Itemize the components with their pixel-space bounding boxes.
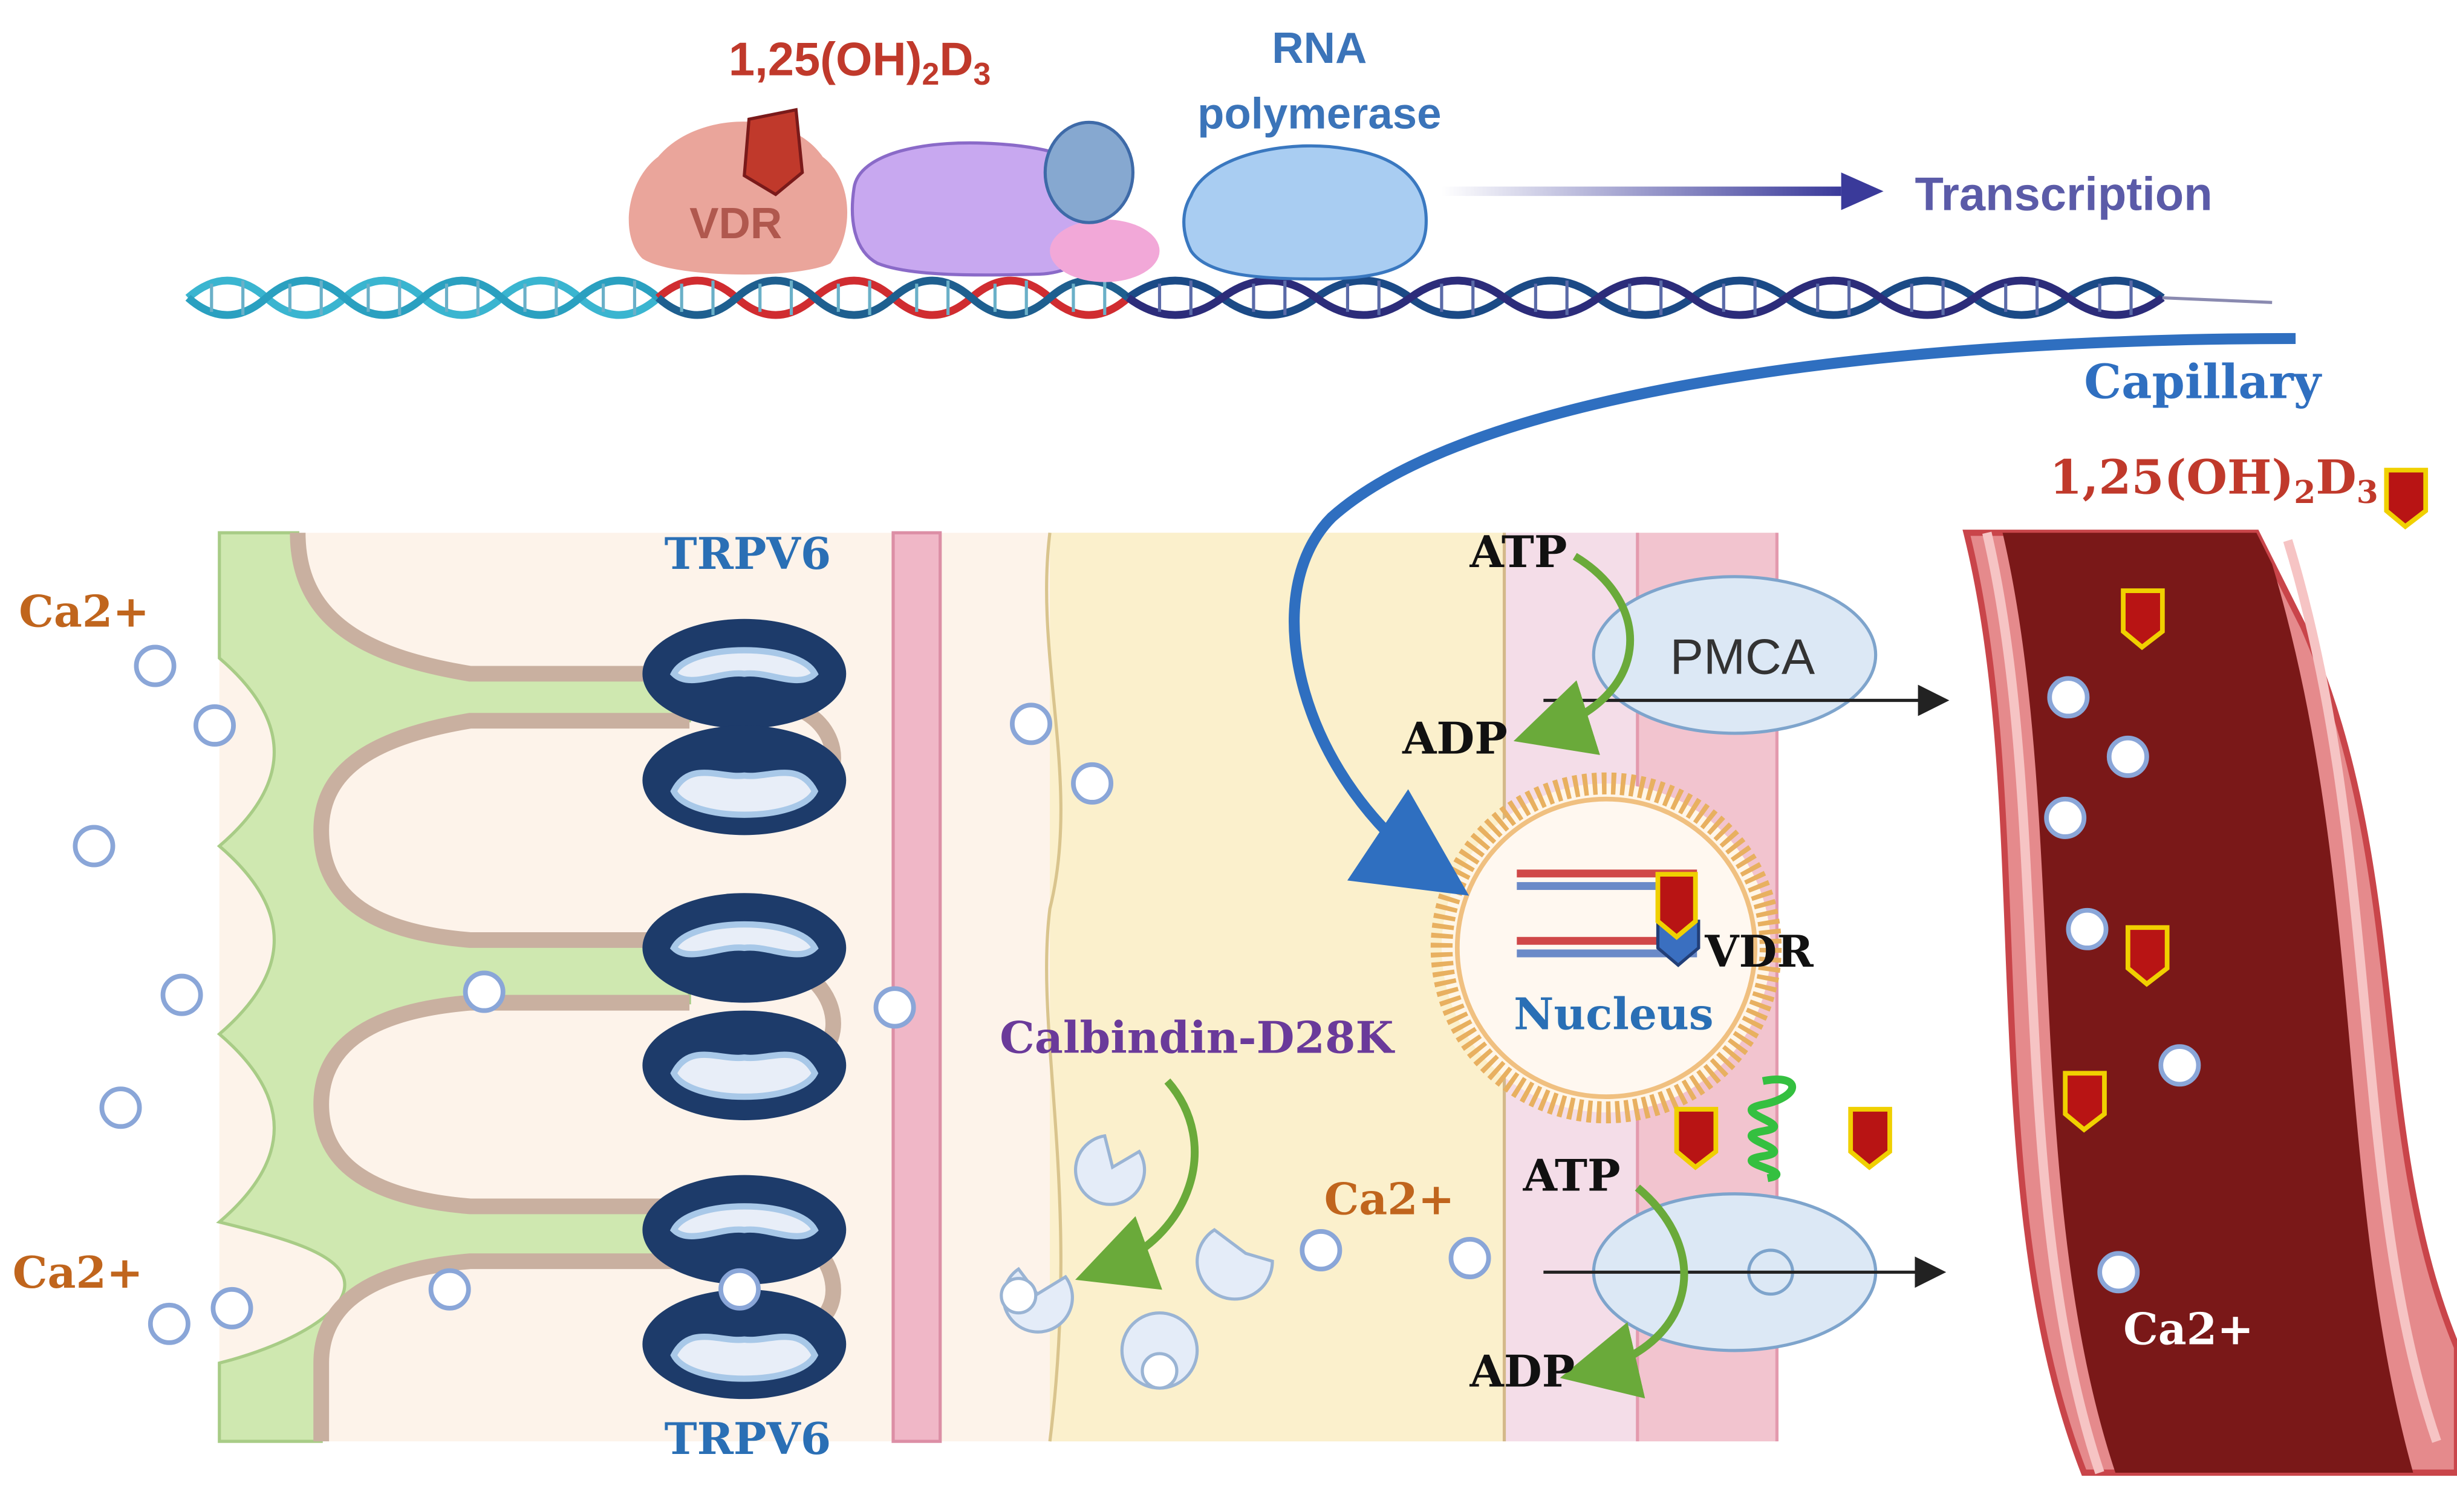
dna-helix: [185, 276, 2273, 319]
calbindin-mrna-helix: [1748, 1076, 1796, 1183]
vessel-calcium-ions: [2044, 676, 2201, 1294]
transcription-arrow-head: [1841, 172, 1884, 210]
atp-adp-arrow-bottom: [1560, 1184, 1688, 1399]
atp-adp-arrow-top: [1513, 553, 1634, 755]
hormone-label-top: 1,25(OH)2D3: [729, 34, 991, 92]
calcium-label-top-left: Ca2+: [19, 586, 149, 638]
calbindin-proteins: [1000, 1134, 1274, 1390]
pmca-pump: [1592, 575, 1878, 735]
capillary-arrow: [1289, 333, 2296, 896]
atp-label-bottom: ATP: [1523, 1150, 1621, 1202]
calcium-label-vessel: Ca2+: [2123, 1303, 2254, 1355]
calcium-label-middle: Ca2+: [1324, 1173, 1455, 1225]
trpv6-channel-2: [642, 893, 847, 1120]
nucleus-label: Nucleus: [1514, 989, 1714, 1040]
ligand-marker-top: [743, 108, 804, 196]
trpv6-label-bottom: TRPV6: [665, 1413, 831, 1465]
calcium-ions: [73, 644, 1491, 1345]
rna-polymerase-label-line2: polymerase: [1197, 89, 1441, 138]
adp-label-bottom: ADP: [1469, 1346, 1575, 1397]
vdr-label-top: VDR: [689, 199, 782, 248]
atp-label-top: ATP: [1469, 527, 1567, 578]
junction-strip: [891, 531, 942, 1443]
trpv6-label-top: TRPV6: [665, 528, 831, 580]
trpv6-channel-1: [642, 618, 847, 835]
hormone-label-right: 1,25(OH)2D3: [2049, 450, 2378, 511]
calbindin-arrow: [1075, 1078, 1199, 1290]
transcription-label: Transcription: [1915, 168, 2212, 220]
pmca-label: PMCA: [1670, 628, 1815, 684]
coactivator-blue: [1043, 120, 1135, 224]
coactivator-pink: [1050, 219, 1160, 282]
capillary-label: Capillary: [2084, 354, 2322, 409]
nucleus: [1430, 772, 1782, 1124]
vessel-ligands: [2063, 467, 2429, 1133]
vdr-nucleus-label: VDR: [1704, 926, 1814, 978]
trpv6-channel-3: [642, 1175, 847, 1400]
vdr-protein-blob: [628, 122, 848, 275]
nuclear-dna: [1517, 869, 1697, 958]
rna-polymerase-label-line1: RNA: [1272, 24, 1367, 73]
ligand-nuclear-marker: [1655, 872, 1698, 940]
transcription-arrow-body: [1441, 186, 1841, 196]
cytoplasm-yellow-region: [1050, 533, 1505, 1442]
ligand-cell-2: [1848, 1106, 1892, 1170]
calbindin-label: Calbindin-D28K: [1000, 1013, 1395, 1064]
vessel-lumen: [2002, 533, 2413, 1473]
ligand-cell-1: [1674, 1106, 1719, 1170]
villi-contour: [290, 533, 690, 1442]
ligand-outside-vessel: [2384, 467, 2429, 530]
rna-polymerase-shape: [1182, 144, 1428, 281]
trpv6-channels: [642, 618, 847, 1400]
enterocyte-panel: [73, 531, 1950, 1443]
calcium-label-bottom-left: Ca2+: [13, 1247, 143, 1299]
blood-vessel: [1962, 467, 2457, 1476]
transcription-panel: [185, 108, 2273, 319]
adp-label-top: ADP: [1402, 713, 1508, 765]
